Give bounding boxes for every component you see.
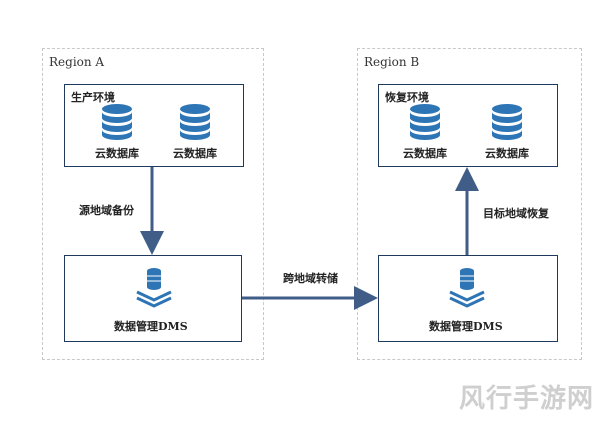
database-icon — [180, 104, 210, 140]
dms-label: 数据管理DMS — [429, 320, 503, 333]
source-backup-label: 源地域备份 — [79, 204, 134, 217]
watermark-text: 风行手游网 — [458, 384, 594, 414]
target-restore-label: 目标地域恢复 — [483, 207, 549, 220]
database-label: 云数据库 — [485, 147, 529, 160]
production-environment-box: 生产环境 云数据库 云数据库 — [64, 84, 244, 167]
recovery-environment-box: 恢复环境 云数据库 云数据库 — [378, 84, 558, 167]
recovery-environment-title: 恢复环境 — [385, 91, 429, 104]
database-icon — [410, 104, 440, 140]
recovery-database-2: 云数据库 — [477, 103, 537, 161]
dms-box-region-b: 数据管理DMS — [378, 255, 558, 342]
database-label: 云数据库 — [173, 147, 217, 160]
database-label: 云数据库 — [95, 147, 139, 160]
database-label: 云数据库 — [403, 147, 447, 160]
region-a-title: Region A — [49, 55, 105, 69]
dms-box-region-a: 数据管理DMS — [64, 255, 242, 342]
region-b-title: Region B — [364, 55, 420, 69]
cross-region-label: 跨地域转储 — [283, 272, 338, 285]
dms-stack-icon — [449, 268, 485, 308]
dms-label: 数据管理DMS — [114, 320, 188, 333]
recovery-database-1: 云数据库 — [395, 103, 455, 161]
database-icon — [102, 104, 132, 140]
database-icon — [492, 104, 522, 140]
production-database-2: 云数据库 — [165, 103, 225, 161]
production-environment-title: 生产环境 — [71, 91, 115, 104]
production-database-1: 云数据库 — [87, 103, 147, 161]
dms-stack-icon — [136, 268, 172, 308]
